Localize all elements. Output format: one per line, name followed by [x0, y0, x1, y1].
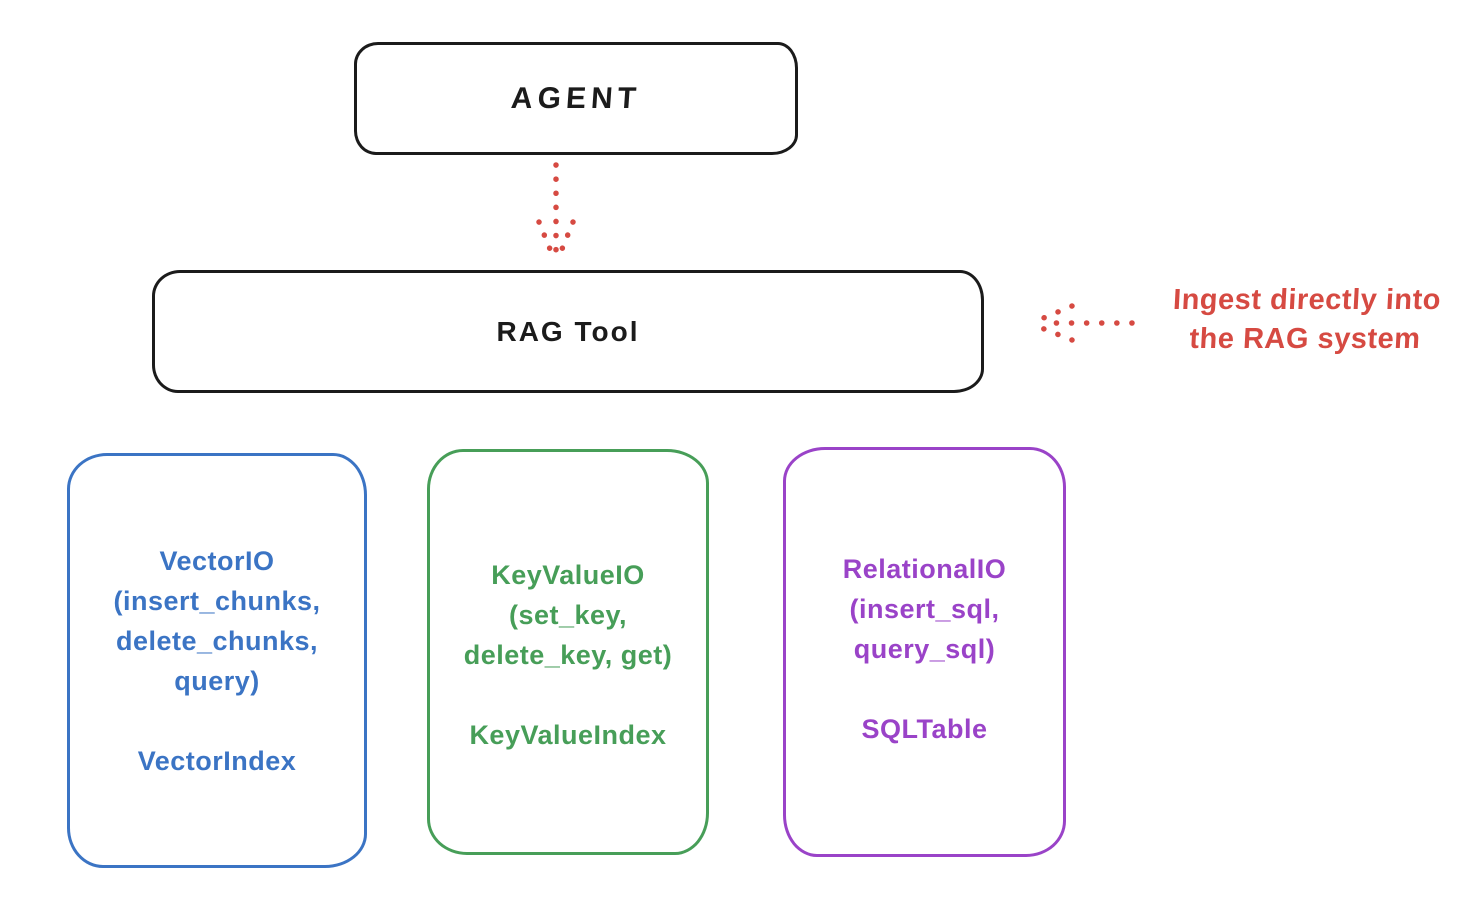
ingest-annotation-line2: the RAG system — [1188, 323, 1422, 355]
vector-io-line: delete_chunks, — [115, 626, 319, 656]
rag-tool-box-label: RAG Tool — [496, 315, 640, 347]
ingest-annotation-line1: Ingest directly into — [1172, 284, 1442, 316]
vector-io-line: VectorIO — [159, 546, 275, 576]
ingest-arrow-strokes — [1031, 303, 1135, 343]
key-value-io-line: (set_key, — [508, 600, 628, 630]
key-value-index-label: KeyValueIndex — [469, 720, 667, 750]
vector-index-label: VectorIndex — [137, 746, 297, 776]
ingest-arrow-icon — [1031, 303, 1135, 343]
vector-io-line: (insert_chunks, — [113, 586, 321, 616]
ingest-annotation: Ingest directly into the RAG system — [1136, 281, 1476, 359]
key-value-io-box: KeyValueIO (set_key, delete_key, get) Ke… — [427, 449, 709, 855]
relational-io-line: query_sql) — [853, 634, 996, 664]
key-value-io-box-text: KeyValueIO (set_key, delete_key, get) Ke… — [430, 555, 706, 755]
line-gap — [70, 701, 364, 741]
vector-io-box-text: VectorIO (insert_chunks, delete_chunks, … — [70, 541, 364, 781]
relational-io-box-text: RelationalIO (insert_sql, query_sql) SQL… — [786, 549, 1063, 749]
key-value-io-line: KeyValueIO — [491, 560, 645, 590]
relational-io-line: (insert_sql, — [849, 594, 1000, 624]
key-value-io-line: delete_key, get) — [463, 640, 673, 670]
agent-to-rag-arrow-strokes — [536, 162, 576, 262]
agent-to-rag-arrow-icon — [536, 162, 576, 262]
agent-box-label: AGENT — [509, 81, 643, 115]
line-gap — [430, 675, 706, 715]
relational-io-box: RelationalIO (insert_sql, query_sql) SQL… — [783, 447, 1066, 857]
vector-io-box: VectorIO (insert_chunks, delete_chunks, … — [67, 453, 367, 868]
relational-io-line: RelationalIO — [842, 554, 1007, 584]
line-gap — [786, 669, 1063, 709]
vector-io-line: query) — [174, 666, 260, 696]
rag-tool-box: RAG Tool — [152, 270, 984, 393]
sql-table-label: SQLTable — [861, 714, 988, 744]
agent-box: AGENT — [354, 42, 798, 155]
